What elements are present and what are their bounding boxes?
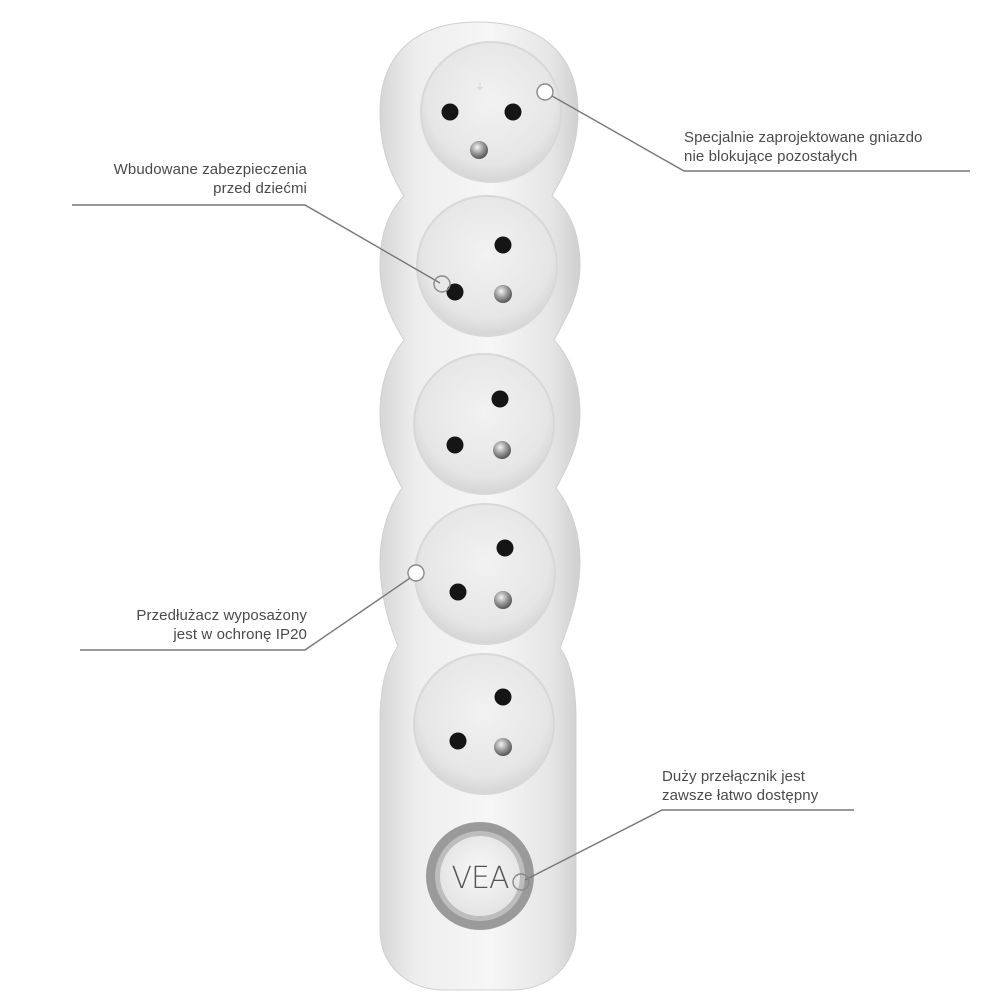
- callout-child-protection: Wbudowane zabezpieczenia przed dziećmi: [114, 160, 307, 198]
- socket-hole-top: [491, 390, 509, 408]
- callout-text-line: Specjalnie zaprojektowane gniazdo: [684, 129, 923, 146]
- callout-marker-socket-design: [536, 83, 554, 101]
- callout-text-line: Wbudowane zabezpieczenia: [113, 161, 307, 178]
- socket-hole-left: [449, 732, 467, 750]
- brand-logo: VEA: [452, 861, 509, 896]
- ground-pin: [494, 738, 512, 756]
- socket-hole-left: [446, 436, 464, 454]
- socket-hole-left: [446, 283, 464, 301]
- callout-socket-design: Specjalnie zaprojektowane gniazdo nie bl…: [684, 128, 922, 166]
- callout-lines: [72, 83, 970, 891]
- callout-line-child-protection: [72, 204, 441, 284]
- socket-hole-left: [441, 103, 459, 121]
- ground-pin: [494, 591, 512, 609]
- callout-marker-child-protection: [433, 275, 451, 293]
- callout-text-line: jest w ochronę IP20: [173, 626, 307, 643]
- socket-hole-left: [449, 583, 467, 601]
- socket-2: [416, 195, 558, 337]
- callout-text-line: przed dziećmi: [213, 180, 307, 197]
- callout-line-ip20: [80, 575, 414, 651]
- callout-line-socket-design: [544, 91, 970, 172]
- switch-button[interactable]: [440, 836, 520, 916]
- socket-recess: [413, 353, 555, 495]
- callout-line-switch: [524, 809, 854, 881]
- socket-recess: [416, 195, 558, 337]
- callout-text-line: Duży przełącznik jest: [662, 768, 805, 785]
- callout-ip20: Przedłużacz wyposażony jest w ochronę IP…: [136, 606, 307, 644]
- socket-5: [413, 653, 555, 795]
- socket-hole-top: [494, 688, 512, 706]
- socket-hole-top: [494, 236, 512, 254]
- callout-marker-ip20: [407, 564, 425, 582]
- socket-recess: [414, 503, 556, 645]
- callout-text-line: zawsze łatwo dostępny: [662, 787, 819, 804]
- socket-recess: [420, 41, 562, 183]
- ground-pin: [494, 285, 512, 303]
- socket-recess: [413, 653, 555, 795]
- callout-marker-switch: [512, 873, 530, 891]
- callout-text-line: nie blokujące pozostałych: [684, 148, 858, 165]
- callout-text-line: Przedłużacz wyposażony: [136, 607, 307, 624]
- power-switch[interactable]: VEA: [426, 822, 534, 930]
- socket-hole-right: [504, 103, 522, 121]
- socket-1: ⏚: [420, 41, 562, 183]
- socket-3: [413, 353, 555, 495]
- ground-pin: [470, 141, 488, 159]
- callout-switch: Duży przełącznik jest zawsze łatwo dostę…: [662, 767, 818, 805]
- socket-4: [414, 503, 556, 645]
- ground-pin: [493, 441, 511, 459]
- socket-marking: ⏚: [475, 82, 484, 93]
- socket-hole-top: [496, 539, 514, 557]
